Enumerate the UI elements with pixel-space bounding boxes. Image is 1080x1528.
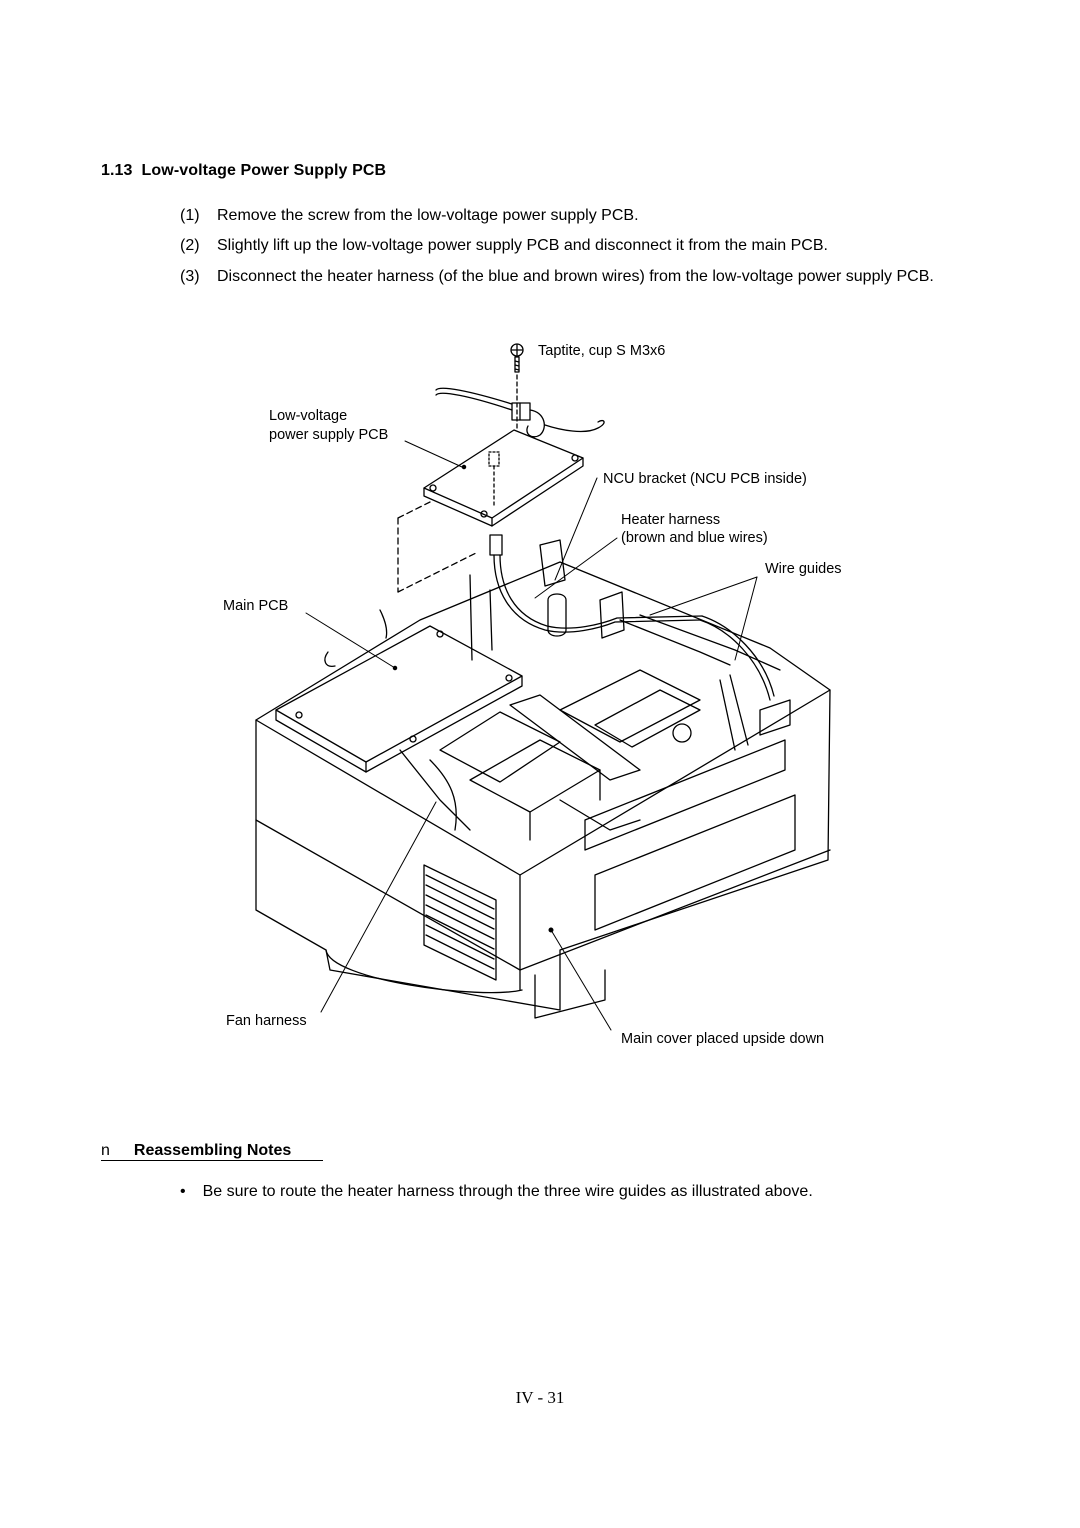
heater-harness-label-line1: Heater harness — [621, 512, 721, 528]
lvps-label-line1: Low-voltage — [269, 408, 348, 424]
main-housing — [255, 561, 831, 1019]
heater-harness-label-line2: (brown and blue wires) — [621, 530, 768, 546]
wire-guides-label: Wire guides — [765, 561, 842, 577]
section-heading: 1.13 Low-voltage Power Supply PCB — [101, 162, 386, 180]
step-number: (1) — [180, 207, 200, 224]
step-3: (3) Disconnect the heater harness (of th… — [180, 265, 980, 288]
section-title: Low-voltage Power Supply PCB — [141, 162, 387, 179]
interior-parts — [399, 539, 791, 841]
screw-label: Taptite, cup S M3x6 — [538, 343, 666, 359]
fan-harness-label: Fan harness — [226, 1013, 307, 1029]
notes-bullet: n — [101, 1142, 110, 1159]
step-2: (2) Slightly lift up the low-voltage pow… — [180, 234, 980, 257]
step-text: Slightly lift up the low-voltage power s… — [217, 237, 828, 254]
reassembling-notes-heading: n Reassembling Notes — [101, 1142, 291, 1160]
lvps-connector — [435, 387, 605, 438]
leader-lines — [305, 440, 758, 1031]
disassembly-figure: Taptite, cup S M3x6 Low-voltage power su… — [0, 330, 1080, 1060]
step-text: Remove the screw from the low-voltage po… — [217, 207, 639, 224]
note-item: • Be sure to route the heater harness thr… — [180, 1181, 813, 1203]
main-pcb-label: Main PCB — [223, 598, 289, 614]
step-1: (1) Remove the screw from the low-voltag… — [180, 204, 980, 227]
note-bullet: • — [180, 1183, 186, 1200]
lvps-board — [423, 429, 584, 527]
screw-icon — [510, 343, 524, 373]
step-number: (2) — [180, 237, 200, 254]
section-number: 1.13 — [101, 162, 133, 179]
page-number: IV - 31 — [515, 1388, 565, 1407]
device-line-drawing — [255, 343, 831, 1031]
lvps-label-line2: power supply PCB — [269, 427, 389, 443]
ncu-bracket-label: NCU bracket (NCU PCB inside) — [603, 471, 807, 487]
main-cover-label: Main cover placed upside down — [621, 1031, 825, 1047]
notes-title: Reassembling Notes — [133, 1142, 292, 1159]
step-number: (3) — [180, 268, 200, 285]
notes-underline — [101, 1160, 323, 1161]
step-text: Disconnect the heater harness (of the bl… — [217, 268, 934, 285]
note-text: Be sure to route the heater harness thro… — [202, 1183, 813, 1200]
main-pcb — [275, 609, 523, 773]
